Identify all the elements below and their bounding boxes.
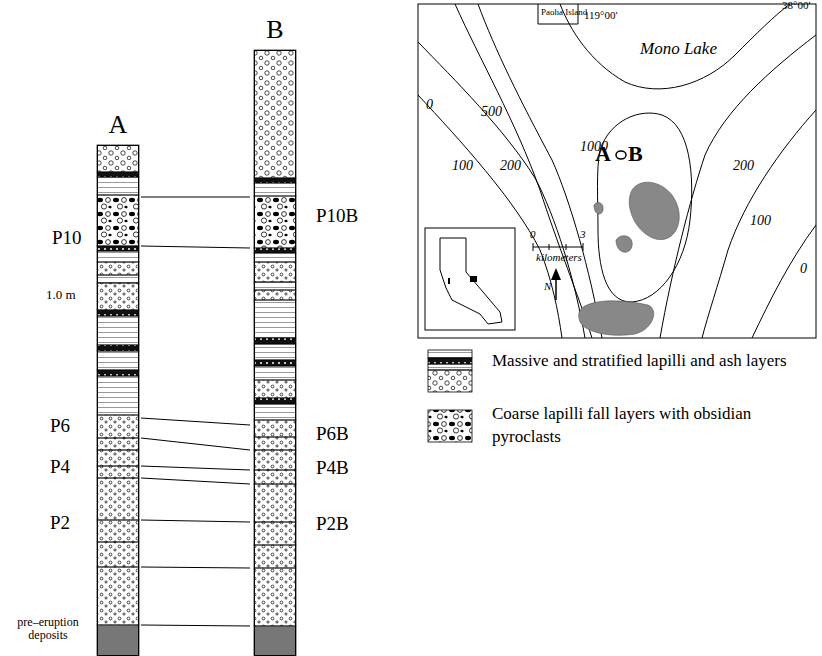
text-label: P4 bbox=[50, 457, 70, 477]
text-label: 0 bbox=[426, 98, 433, 113]
text-label: 0 bbox=[530, 229, 536, 241]
legend-text: Massive and stratified lapilli and ash l… bbox=[492, 350, 822, 373]
column-title: B bbox=[266, 17, 283, 43]
strata-layer bbox=[97, 567, 139, 625]
strata-layer bbox=[254, 248, 296, 253]
strata-layer bbox=[97, 316, 139, 345]
strata-layer bbox=[254, 282, 296, 290]
strata-layer bbox=[97, 466, 139, 478]
correlation-line bbox=[141, 567, 250, 568]
strata-layer bbox=[254, 545, 296, 568]
text-label: 1.0 m bbox=[46, 288, 76, 302]
strata-layer bbox=[97, 283, 139, 310]
text-label: B bbox=[628, 142, 643, 165]
text-label: 200 bbox=[500, 159, 521, 174]
text-label: 500 bbox=[481, 105, 502, 120]
strata-layer bbox=[254, 568, 296, 626]
strata-layer bbox=[254, 484, 296, 522]
correlation-line bbox=[141, 478, 250, 484]
strata-layer bbox=[97, 376, 139, 415]
text-label: 100 bbox=[750, 214, 771, 229]
text-label: 119°00' bbox=[584, 10, 617, 22]
strata-layer bbox=[97, 145, 139, 172]
strata-layer bbox=[97, 246, 139, 251]
strata-layer bbox=[97, 262, 139, 275]
strata-layer bbox=[97, 345, 139, 351]
correlation-line bbox=[141, 520, 250, 522]
strata-layer bbox=[97, 177, 139, 195]
strata-layer bbox=[254, 344, 296, 360]
text-label: 3 bbox=[580, 229, 586, 241]
strata-layer bbox=[254, 300, 296, 338]
strata-layer bbox=[254, 380, 296, 398]
strata-layer bbox=[97, 478, 139, 520]
strata-layer bbox=[97, 450, 139, 466]
text-label: kilometers bbox=[536, 252, 582, 264]
strata-layer bbox=[254, 178, 296, 183]
text-label: P10B bbox=[316, 206, 358, 226]
correlation-line bbox=[141, 466, 250, 470]
text-label: A bbox=[595, 142, 611, 165]
strata-layer bbox=[97, 275, 139, 283]
correlation-line bbox=[141, 625, 250, 626]
text-label: P6 bbox=[50, 416, 70, 436]
strata-layer bbox=[254, 50, 296, 178]
correlation-line bbox=[141, 418, 250, 425]
strata-layer bbox=[97, 542, 139, 567]
strata-layer bbox=[254, 522, 296, 545]
strata-layer bbox=[254, 398, 296, 404]
text-label: Paoha Island bbox=[541, 8, 587, 17]
strata-layer bbox=[97, 195, 139, 246]
text-label: P4B bbox=[316, 458, 349, 478]
strata-layer bbox=[254, 366, 296, 380]
strata-layer bbox=[97, 370, 139, 376]
strata-layer bbox=[97, 172, 139, 177]
text-label: Mono Lake bbox=[640, 40, 717, 58]
strata-layer bbox=[97, 310, 139, 316]
strat-column: B bbox=[254, 50, 296, 656]
strata-layer bbox=[97, 625, 139, 656]
text-label: pre–eruption deposits bbox=[4, 616, 92, 641]
strata-layer bbox=[254, 253, 296, 262]
text-label: P6B bbox=[316, 424, 349, 444]
strata-layer bbox=[97, 351, 139, 370]
text-label: 100 bbox=[452, 159, 473, 174]
strata-layer bbox=[254, 437, 296, 450]
strata-layer bbox=[254, 470, 296, 484]
strata-layer bbox=[97, 251, 139, 262]
text-label: P2 bbox=[50, 513, 70, 533]
text-label: N bbox=[544, 281, 551, 293]
strata-layer bbox=[254, 196, 296, 248]
strata-layer bbox=[254, 420, 296, 437]
strata-layer bbox=[254, 360, 296, 366]
strata-layer bbox=[97, 415, 139, 438]
strata-layer bbox=[254, 262, 296, 282]
strata-layer bbox=[254, 290, 296, 300]
correlation-line bbox=[141, 438, 250, 450]
legend-text: Coarse lapilli fall layers with obsidian… bbox=[492, 403, 822, 449]
correlation-line bbox=[141, 197, 250, 198]
strata-layer bbox=[254, 404, 296, 420]
strata-layer bbox=[254, 338, 296, 344]
text-label: 0 bbox=[800, 262, 807, 277]
strat-column: A bbox=[97, 145, 139, 656]
correlation-line bbox=[141, 246, 250, 248]
text-label: 200 bbox=[733, 159, 754, 174]
strata-layer bbox=[254, 450, 296, 470]
strata-layer bbox=[97, 438, 139, 450]
text-label: P10 bbox=[52, 228, 82, 248]
text-label: 38°00' bbox=[782, 0, 810, 12]
strata-layer bbox=[97, 520, 139, 542]
strata-layer bbox=[254, 183, 296, 196]
text-label: P2B bbox=[316, 514, 349, 534]
strata-layer bbox=[254, 626, 296, 656]
column-title: A bbox=[109, 112, 128, 138]
